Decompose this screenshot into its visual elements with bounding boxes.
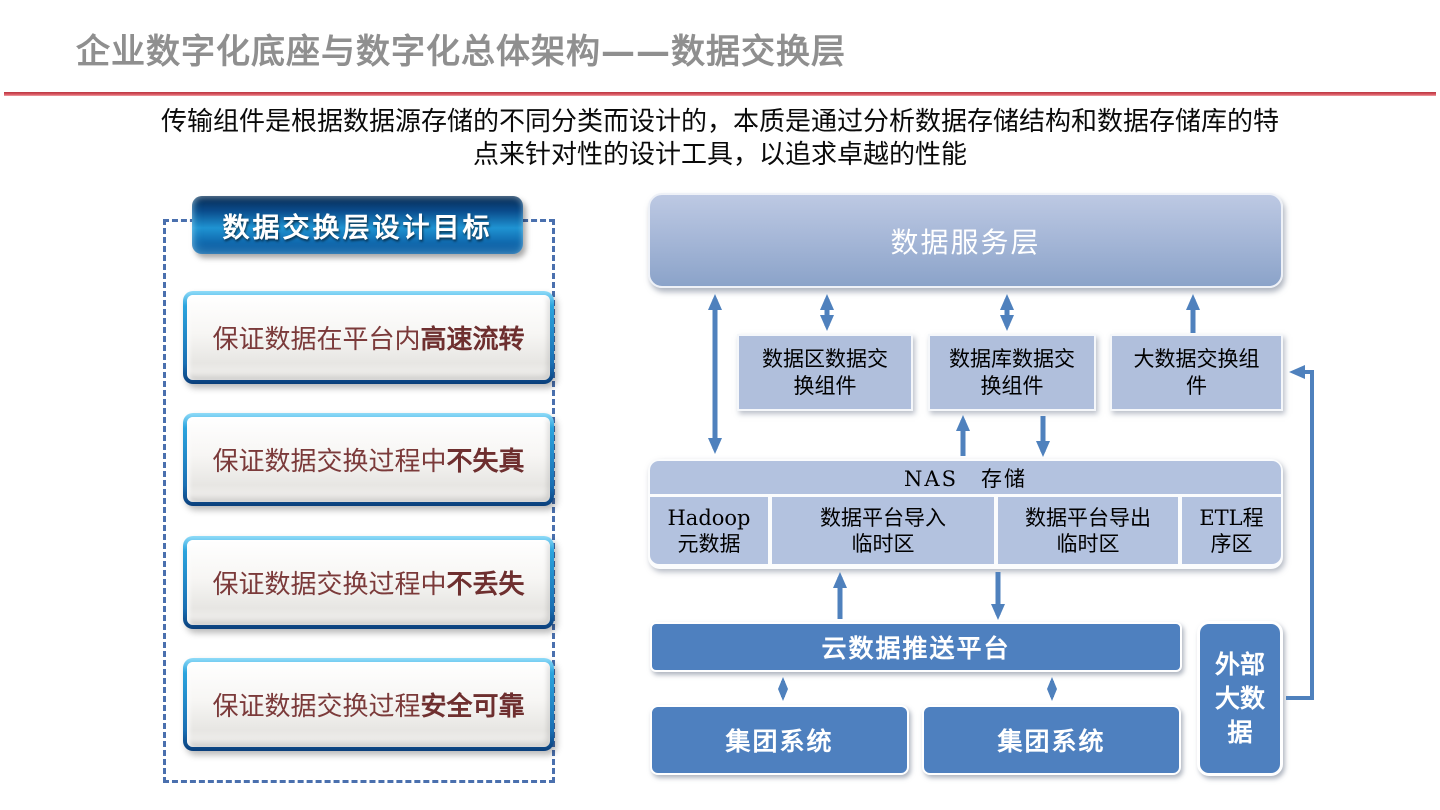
exchange-component-box-database: 数据库数据交 换组件 [928, 334, 1096, 411]
group-system-box-2: 集团系统 [922, 705, 1181, 775]
goal-text-bold: 不失真 [446, 447, 525, 477]
goal-text: 保证数据交换过程中 [212, 447, 447, 477]
goal-text: 保证数据交换过程中 [212, 570, 447, 600]
goal-button-no-distortion: 保证数据交换过程中不失真 [183, 413, 554, 506]
nas-storage-box: NAS 存储 Hadoop 元数据 数据平台导入 临时区 数据平台导出 临时区 … [648, 459, 1283, 569]
group-system-box-1: 集团系统 [650, 705, 909, 775]
exchange-component-box-bigdata: 大数据交换组 件 [1110, 334, 1283, 411]
nas-storage-title: NAS 存储 [650, 461, 1281, 494]
intro-text: 传输组件是根据数据源存储的不同分类而设计的，本质是通过分析数据存储结构和数据存储… [160, 107, 1279, 170]
goal-label: 保证数据交换过程安全可靠 [187, 662, 550, 747]
design-goals-header: 数据交换层设计目标 [192, 196, 523, 254]
page-title: 企业数字化底座与数字化总体架构——数据交换层 [76, 32, 846, 72]
data-service-layer-box: 数据服务层 [648, 193, 1283, 288]
goal-text: 保证数据交换过程 [212, 692, 421, 722]
external-big-data-box: 外部 大数 据 [1197, 621, 1283, 776]
goal-text-bold: 安全可靠 [420, 692, 525, 722]
title-divider-line [4, 92, 1436, 96]
goal-text: 保证数据在平台内 [212, 325, 421, 355]
nas-cell-etl-program: ETL程 序区 [1182, 497, 1281, 564]
goal-label: 保证数据交换过程中不丢失 [187, 540, 550, 625]
goal-button-high-speed: 保证数据在平台内高速流转 [183, 291, 554, 384]
cloud-push-platform-box: 云数据推送平台 [650, 622, 1182, 672]
nas-cells-row: Hadoop 元数据 数据平台导入 临时区 数据平台导出 临时区 ETL程 序区 [650, 497, 1281, 564]
arrow-external-to-bigdata-component [1286, 365, 1314, 700]
exchange-component-box-datazone: 数据区数据交 换组件 [737, 334, 913, 411]
nas-cell-export-staging: 数据平台导出 临时区 [998, 497, 1178, 564]
goal-text-bold: 不丢失 [446, 570, 525, 600]
goal-text-bold: 高速流转 [420, 325, 525, 355]
nas-cell-import-staging: 数据平台导入 临时区 [772, 497, 994, 564]
goal-button-no-loss: 保证数据交换过程中不丢失 [183, 536, 554, 629]
goal-label: 保证数据交换过程中不失真 [187, 417, 550, 502]
nas-cell-hadoop-metadata: Hadoop 元数据 [650, 497, 768, 564]
goal-button-secure: 保证数据交换过程安全可靠 [183, 658, 554, 751]
goal-label: 保证数据在平台内高速流转 [187, 295, 550, 380]
